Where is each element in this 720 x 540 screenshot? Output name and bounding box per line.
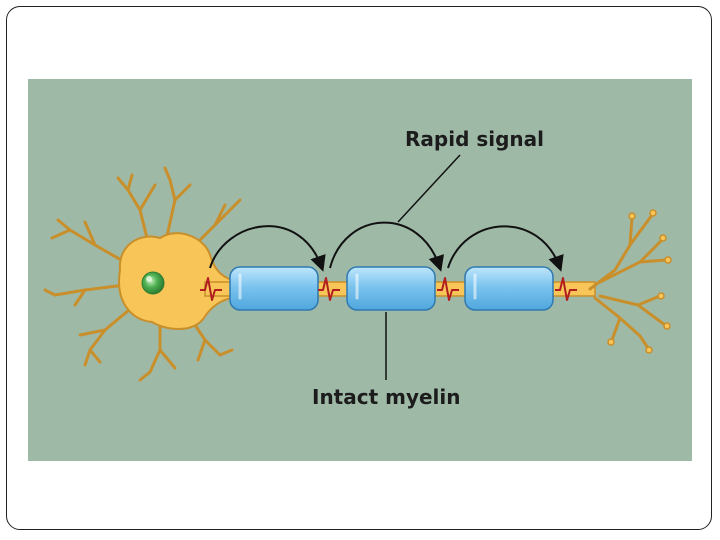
action-potentials bbox=[200, 277, 577, 301]
neuron-diagram: Rapid signal Intact myelin bbox=[28, 79, 692, 461]
intact-myelin-label: Intact myelin bbox=[312, 385, 461, 409]
nucleus bbox=[141, 271, 165, 295]
rapid-signal-pointer bbox=[397, 154, 461, 223]
dendrites bbox=[43, 166, 242, 382]
myelin-sheath-2 bbox=[346, 266, 436, 311]
myelin-sheath-1 bbox=[229, 266, 319, 311]
myelin-sheaths bbox=[229, 266, 554, 311]
conduction-arrows bbox=[209, 221, 564, 272]
axon-terminals bbox=[588, 213, 668, 350]
myelin-sheath-3 bbox=[464, 266, 554, 311]
rapid-signal-label: Rapid signal bbox=[405, 127, 544, 151]
